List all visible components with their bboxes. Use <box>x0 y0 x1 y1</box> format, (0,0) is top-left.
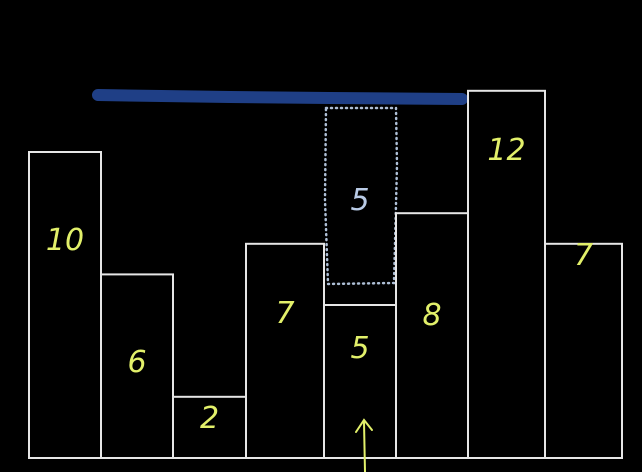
bar-8 <box>544 242 623 459</box>
pointer-arrow <box>355 418 373 472</box>
bar-6 <box>395 212 469 459</box>
bar-label-2: 6 <box>127 345 146 380</box>
trapped-water-box <box>323 106 399 286</box>
pointer-arrow-shaft <box>363 421 366 472</box>
bar-label-1: 10 <box>46 223 84 258</box>
bar-2 <box>100 273 174 459</box>
bar-1 <box>28 151 102 459</box>
pointer-arrow-head <box>355 418 373 433</box>
bar-label-6: 8 <box>422 298 441 333</box>
bar-label-3: 2 <box>200 401 219 436</box>
bar-label-5: 5 <box>350 331 369 366</box>
bar-label-7: 12 <box>487 133 525 168</box>
bar-group: 10 6 2 7 5 8 12 7 <box>28 89 623 460</box>
water-level-line <box>92 89 468 105</box>
bar-5 <box>323 304 397 459</box>
bar-4 <box>245 242 325 459</box>
trapped-water-label: 5 <box>350 183 369 218</box>
bar-label-8: 7 <box>574 238 593 273</box>
bar-label-4: 7 <box>275 296 294 331</box>
